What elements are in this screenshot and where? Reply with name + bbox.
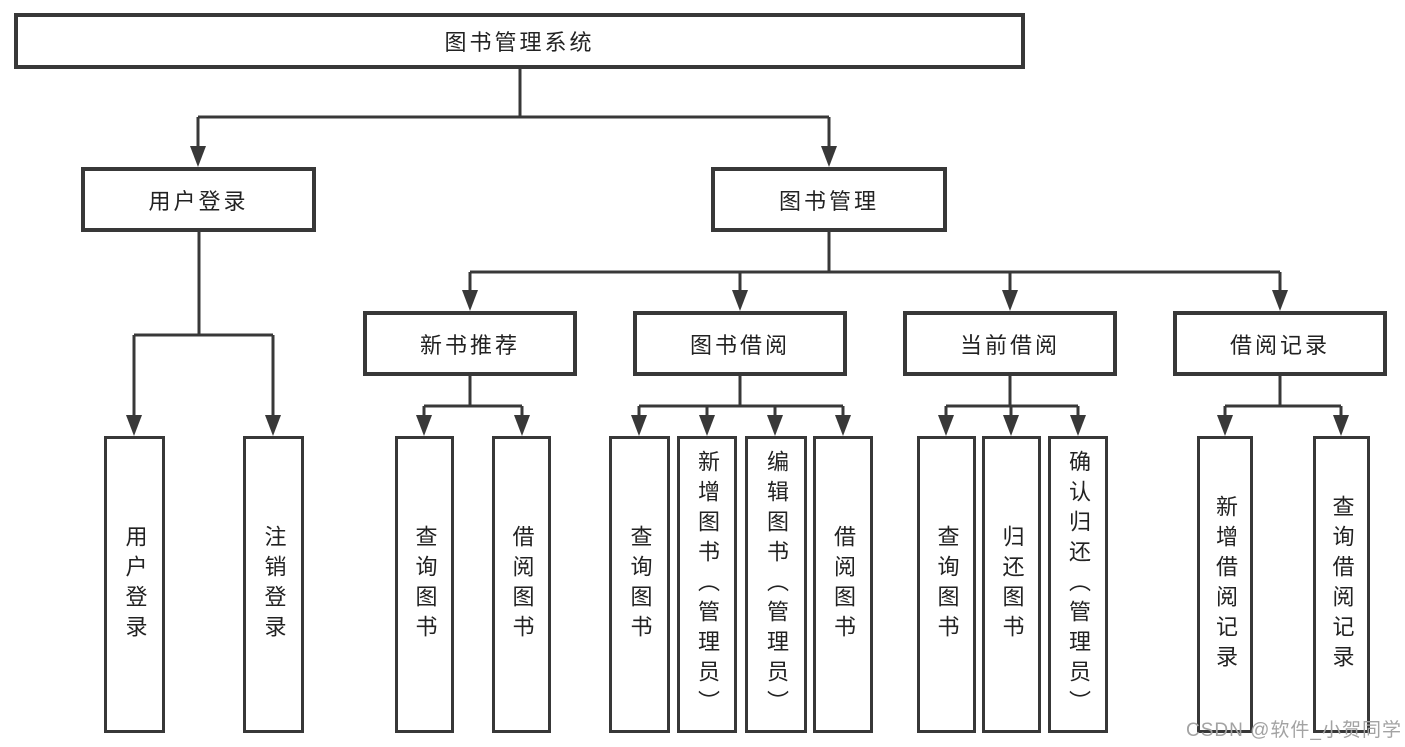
leaf-query-books-3: 查询图书 bbox=[917, 436, 976, 733]
arrow-icon bbox=[190, 146, 206, 167]
leaf-query-borrow-record: 查询借阅记录 bbox=[1313, 436, 1370, 733]
csdn-watermark: CSDN @软件_小贺同学 bbox=[1186, 720, 1402, 741]
node-book-management: 图书管理 bbox=[711, 167, 947, 232]
leaf-user-login: 用户登录 bbox=[104, 436, 165, 733]
leaf-borrow-books-2: 借阅图书 bbox=[813, 436, 873, 733]
arrow-icon bbox=[631, 415, 647, 436]
node-user-login: 用户登录 bbox=[81, 167, 316, 232]
arrow-icon bbox=[1272, 290, 1288, 311]
connector-records-to-leaves bbox=[1223, 376, 1343, 419]
arrow-icon bbox=[699, 415, 715, 436]
node-user-login-label: 用户登录 bbox=[148, 188, 249, 214]
arrow-icon bbox=[821, 146, 837, 167]
connector-userlogin-to-leaves bbox=[132, 232, 275, 419]
arrow-icon bbox=[767, 415, 783, 436]
node-new-book-recommend: 新书推荐 bbox=[363, 311, 577, 376]
arrow-icon bbox=[1003, 415, 1019, 436]
node-borrow-records-label: 借阅记录 bbox=[1229, 332, 1330, 358]
node-current-borrow-label: 当前借阅 bbox=[959, 332, 1060, 358]
leaf-add-borrow-record: 新增借阅记录 bbox=[1197, 436, 1253, 733]
node-book-borrow-label: 图书借阅 bbox=[689, 332, 790, 358]
leaf-label: 新增图书（管理员） bbox=[695, 449, 720, 720]
leaf-label: 注销登录 bbox=[261, 524, 287, 645]
leaf-add-books-admin: 新增图书（管理员） bbox=[677, 436, 737, 733]
arrow-icon bbox=[462, 290, 478, 311]
leaf-label: 查询图书 bbox=[934, 524, 960, 645]
connector-root-to-level2 bbox=[196, 69, 831, 150]
connector-bookmgmt-to-level3 bbox=[468, 232, 1282, 294]
leaf-query-books-2: 查询图书 bbox=[609, 436, 670, 733]
leaf-label: 查询图书 bbox=[627, 524, 653, 645]
arrow-icon bbox=[416, 415, 432, 436]
connector-borrow-to-leaves bbox=[637, 376, 845, 419]
node-book-borrow: 图书借阅 bbox=[633, 311, 847, 376]
leaf-query-books-1: 查询图书 bbox=[395, 436, 454, 733]
node-book-management-label: 图书管理 bbox=[778, 188, 879, 214]
connector-newbook-to-leaves bbox=[422, 376, 524, 419]
leaf-return-books: 归还图书 bbox=[982, 436, 1041, 733]
node-current-borrow: 当前借阅 bbox=[903, 311, 1117, 376]
node-root: 图书管理系统 bbox=[14, 13, 1025, 69]
arrow-icon bbox=[732, 290, 748, 311]
leaf-label: 用户登录 bbox=[122, 524, 148, 645]
arrow-icon bbox=[1002, 290, 1018, 311]
arrow-icon bbox=[1217, 415, 1233, 436]
leaf-label: 借阅图书 bbox=[831, 524, 856, 645]
arrow-icon bbox=[835, 415, 851, 436]
leaf-label: 编辑图书（管理员） bbox=[764, 449, 789, 720]
leaf-confirm-return-admin: 确认归还（管理员） bbox=[1048, 436, 1108, 733]
leaf-label: 查询借阅记录 bbox=[1329, 494, 1355, 675]
leaf-borrow-books-1: 借阅图书 bbox=[492, 436, 551, 733]
leaf-label: 新增借阅记录 bbox=[1213, 494, 1238, 675]
leaf-edit-books-admin: 编辑图书（管理员） bbox=[745, 436, 807, 733]
leaf-logout: 注销登录 bbox=[243, 436, 304, 733]
arrow-icon bbox=[938, 415, 954, 436]
arrow-icon bbox=[1333, 415, 1349, 436]
leaf-label: 归还图书 bbox=[999, 524, 1025, 645]
leaf-label: 借阅图书 bbox=[509, 524, 535, 645]
connector-current-to-leaves bbox=[944, 376, 1080, 419]
node-borrow-records: 借阅记录 bbox=[1173, 311, 1387, 376]
arrow-icon bbox=[514, 415, 530, 436]
arrow-icon bbox=[126, 415, 142, 436]
arrow-icon bbox=[265, 415, 281, 436]
leaf-label: 查询图书 bbox=[412, 524, 438, 645]
node-root-label: 图书管理系统 bbox=[444, 30, 595, 55]
arrow-icon bbox=[1070, 415, 1086, 436]
node-new-book-recommend-label: 新书推荐 bbox=[419, 332, 520, 358]
leaf-label: 确认归还（管理员） bbox=[1066, 449, 1091, 720]
